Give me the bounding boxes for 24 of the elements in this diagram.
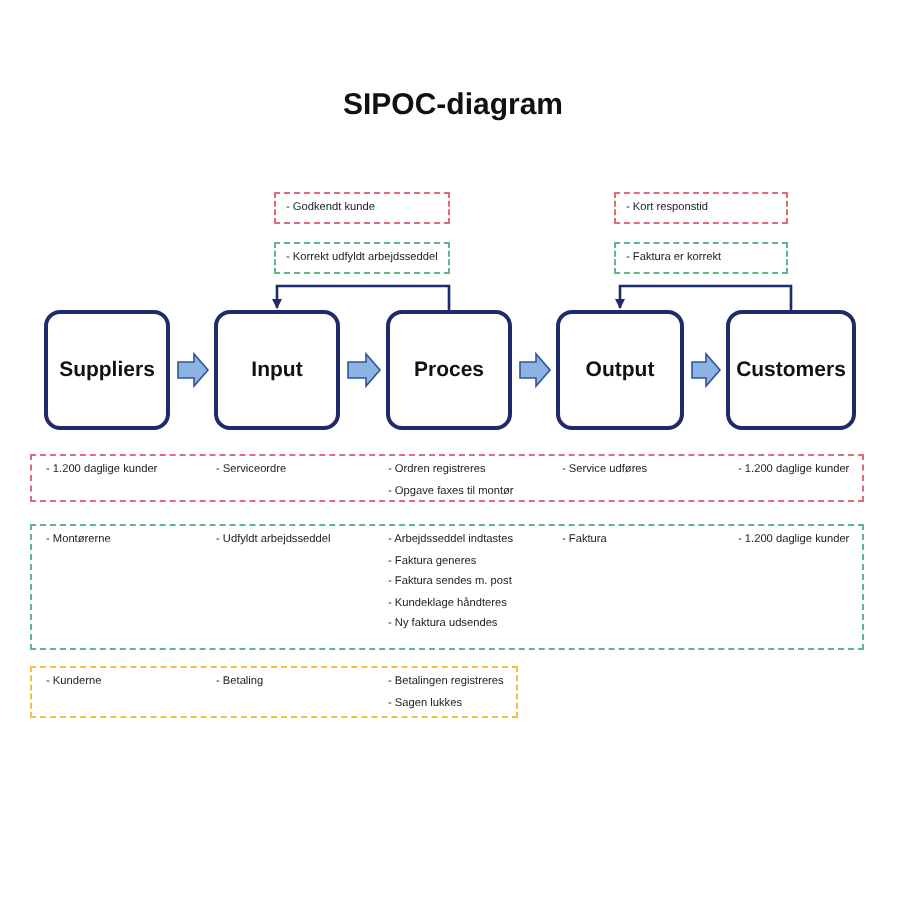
process-box [556,310,684,430]
process-box [214,310,340,430]
diagram-title: SIPOC-diagram [340,88,566,122]
process-box [386,310,512,430]
block-arrow [347,351,382,389]
note-box [614,242,788,274]
feedback-arrow [271,284,451,310]
note-box [274,242,450,274]
detail-band [30,524,864,650]
box-label: Proces [413,358,485,382]
note-box [274,192,450,224]
block-arrow [519,351,552,389]
note-box [614,192,788,224]
box-label: Input [251,358,303,382]
process-box [44,310,170,430]
detail-band [30,666,518,718]
feedback-arrow [614,284,793,310]
process-box [726,310,856,430]
box-label: Output [585,358,655,382]
block-arrow [177,351,210,389]
block-arrow [691,351,722,389]
detail-band [30,454,864,502]
box-label: Customers [736,358,846,382]
box-label: Suppliers [59,358,155,382]
